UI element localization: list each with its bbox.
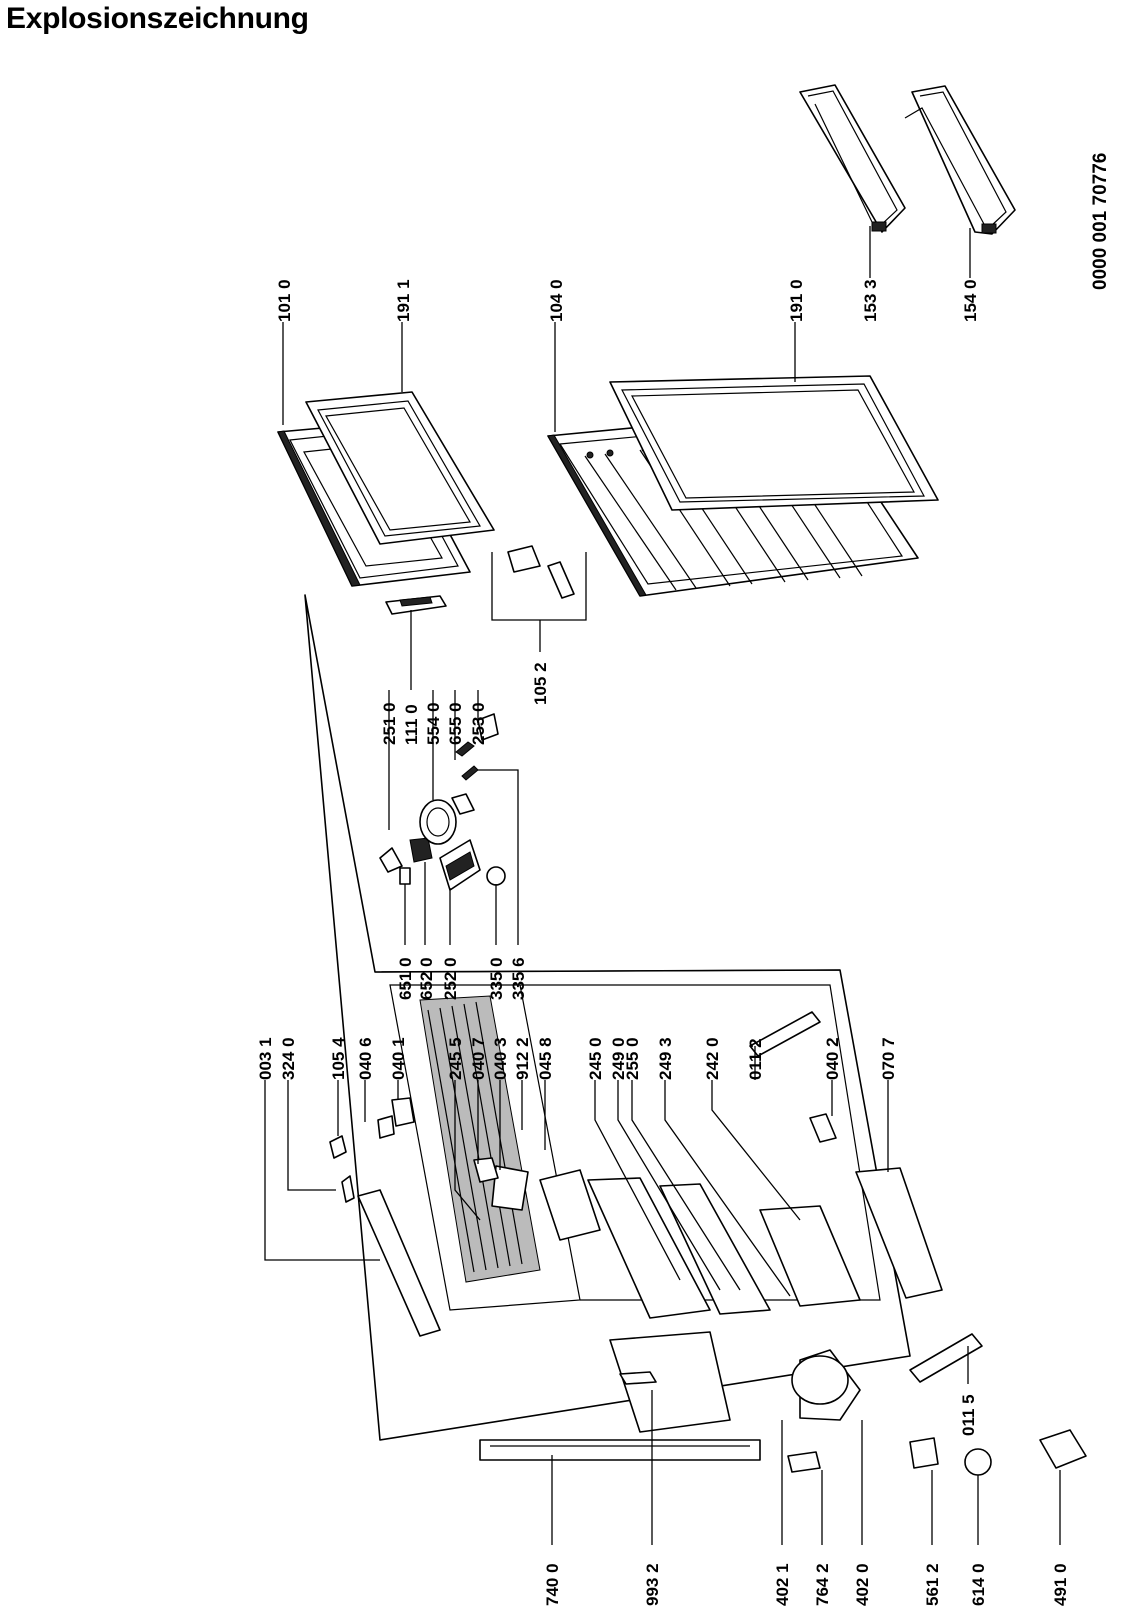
door-gasket-191-0 xyxy=(609,375,939,511)
leader-lines xyxy=(264,226,1061,1545)
label-249-0: 249 0 xyxy=(609,1037,628,1080)
label-402-1: 402 1 xyxy=(773,1563,792,1606)
label-255-0: 255 0 xyxy=(623,1037,642,1080)
label-011-5: 011 5 xyxy=(959,1394,978,1436)
label-070-7: 070 7 xyxy=(879,1037,898,1080)
label-245-5: 245 5 xyxy=(446,1037,465,1080)
label-253-0: 253 0 xyxy=(469,702,488,745)
label-614-0: 614 0 xyxy=(969,1563,988,1606)
document-number: 0000 001 70776 xyxy=(1090,153,1111,290)
label-993-2: 993 2 xyxy=(643,1563,662,1606)
label-153-3: 153 3 xyxy=(861,279,880,322)
door-shelf-154-0 xyxy=(904,85,1016,235)
label-651-0: 651 0 xyxy=(396,957,415,1000)
door-shelf-153-3 xyxy=(799,84,906,233)
label-191-0: 191 0 xyxy=(787,279,806,322)
label-040-2: 040 2 xyxy=(823,1037,842,1080)
label-105-2: 105 2 xyxy=(531,662,550,705)
page-title: Explosionszeichnung xyxy=(6,2,309,35)
label-252-0: 252 0 xyxy=(441,957,460,1000)
label-335-0: 335 0 xyxy=(487,957,506,1000)
label-249-3: 249 3 xyxy=(656,1037,675,1080)
label-045-8: 045 8 xyxy=(536,1037,555,1080)
part-labels: 101 0 191 1 104 0 191 0 153 3 154 0 251 … xyxy=(256,279,1070,1606)
control-parts xyxy=(379,713,506,891)
label-554-0: 554 0 xyxy=(424,702,443,745)
label-104-0: 104 0 xyxy=(547,279,566,322)
label-912-2: 912 2 xyxy=(513,1037,532,1080)
label-335-6: 335 6 xyxy=(509,957,528,1000)
label-251-0: 251 0 xyxy=(380,702,399,745)
label-111-0: 111 0 xyxy=(402,704,421,745)
label-040-1: 040 1 xyxy=(389,1037,408,1080)
hinge-part-111-0 xyxy=(385,595,447,615)
door-bracket-105-2 xyxy=(491,545,587,621)
label-764-2: 764 2 xyxy=(813,1563,832,1606)
label-191-1: 191 1 xyxy=(394,279,413,322)
label-324-0: 324 0 xyxy=(279,1037,298,1080)
label-242-0: 242 0 xyxy=(703,1037,722,1080)
label-491-0: 491 0 xyxy=(1051,1563,1070,1606)
label-040-3: 040 3 xyxy=(491,1037,510,1080)
label-105-4: 105 4 xyxy=(329,1037,348,1080)
fridge-cabinet xyxy=(304,594,911,1461)
label-154-0: 154 0 xyxy=(961,279,980,322)
cabinet-hardware xyxy=(329,1011,1087,1476)
label-652-0: 652 0 xyxy=(417,957,436,1000)
label-561-2: 561 2 xyxy=(923,1563,942,1606)
label-040-7: 040 7 xyxy=(469,1037,488,1080)
door-gasket-191-1 xyxy=(305,391,495,545)
label-040-6: 040 6 xyxy=(356,1037,375,1080)
label-402-0: 402 0 xyxy=(853,1563,872,1606)
label-655-0: 655 0 xyxy=(446,702,465,745)
label-740-0: 740 0 xyxy=(543,1563,562,1606)
label-245-0: 245 0 xyxy=(586,1037,605,1080)
label-003-1: 003 1 xyxy=(256,1037,275,1080)
label-101-0: 101 0 xyxy=(275,279,294,322)
label-011-2: 011 2 xyxy=(746,1038,765,1080)
